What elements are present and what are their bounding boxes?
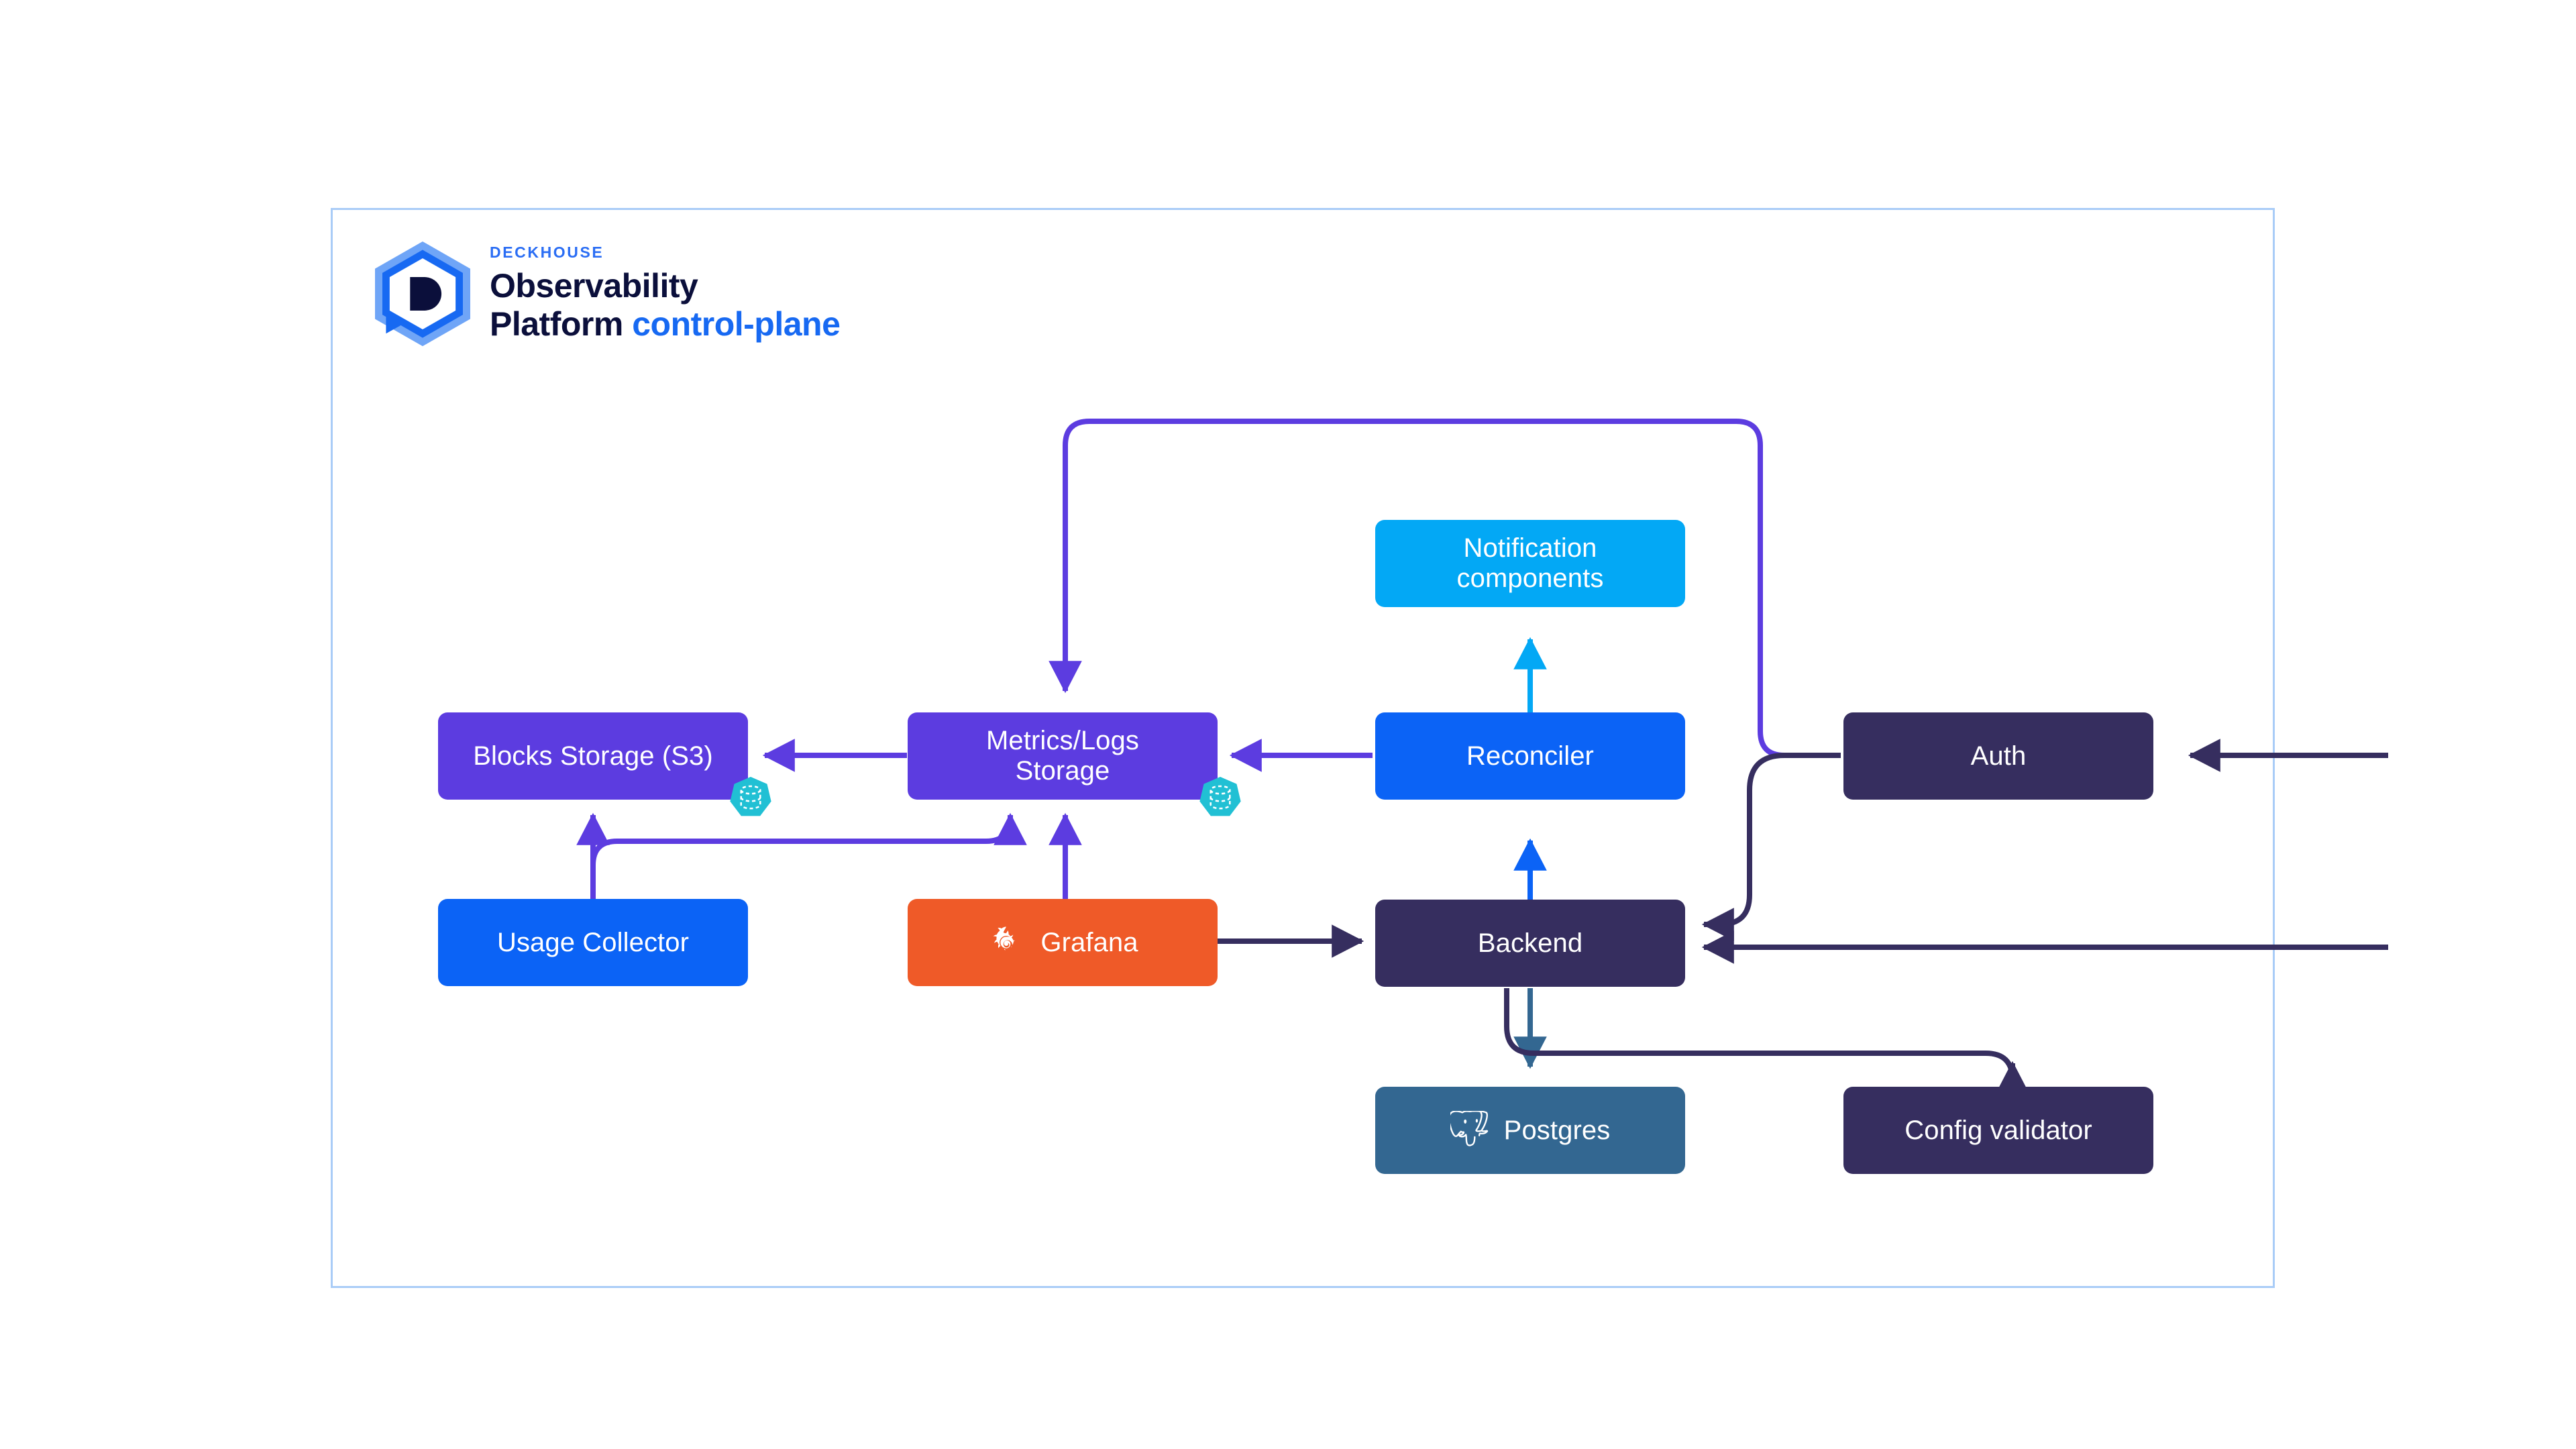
node-label: Config validator: [1904, 1115, 2092, 1145]
node-label: Reconciler: [1466, 741, 1594, 771]
deckhouse-logo-icon: [375, 241, 470, 346]
logo-line2: Platform: [490, 305, 623, 343]
k8s-statefulset-badge: [1199, 777, 1241, 816]
node-config-validator[interactable]: Config validator: [1843, 1087, 2153, 1174]
node-usage-collector[interactable]: Usage Collector: [438, 899, 748, 986]
node-reconciler[interactable]: Reconciler: [1375, 712, 1685, 800]
node-postgres[interactable]: Postgres: [1375, 1087, 1685, 1174]
node-grafana[interactable]: Grafana: [908, 899, 1218, 986]
k8s-statefulset-badge: [730, 777, 771, 816]
logo-accent-word: control-plane: [632, 305, 841, 343]
node-auth[interactable]: Auth: [1843, 712, 2153, 800]
node-backend[interactable]: Backend: [1375, 900, 1685, 987]
node-label: Notification components: [1456, 533, 1604, 593]
node-notification-components[interactable]: Notification components: [1375, 520, 1685, 607]
logo-line1: Observability: [490, 267, 698, 305]
node-label: Postgres: [1503, 1115, 1611, 1145]
node-label: Backend: [1477, 928, 1583, 958]
node-label: Auth: [1970, 741, 2027, 771]
node-label: Grafana: [1040, 927, 1138, 957]
logo-eyebrow: DECKHOUSE: [490, 244, 604, 261]
product-logo: DECKHOUSE Observability Platform control…: [370, 241, 841, 346]
grafana-icon: [993, 926, 1016, 951]
node-metrics-logs-storage[interactable]: Metrics/Logs Storage: [908, 712, 1218, 800]
node-label: Metrics/Logs Storage: [986, 726, 1139, 786]
postgres-icon: [1450, 1111, 1488, 1146]
node-label: Usage Collector: [496, 927, 690, 957]
control-plane-boundary: [331, 208, 2275, 1288]
node-blocks-storage[interactable]: Blocks Storage (S3): [438, 712, 748, 800]
logo-wordmark: DECKHOUSE Observability Platform control…: [490, 244, 841, 343]
node-label: Blocks Storage (S3): [473, 741, 713, 771]
